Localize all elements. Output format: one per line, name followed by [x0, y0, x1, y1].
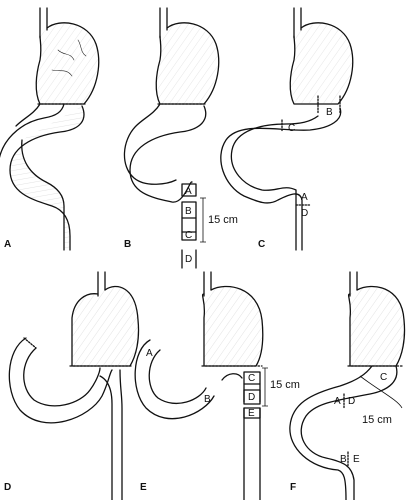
esophagus — [39, 7, 48, 39]
panel-a: A — [0, 7, 100, 251]
panel-c: C B A D C — [220, 7, 354, 251]
segment-label: A — [146, 348, 153, 359]
segment-label: A — [185, 186, 192, 197]
measure-label: 15 cm — [362, 414, 392, 426]
segment-label: C — [288, 123, 295, 134]
panel-letter-a: A — [4, 239, 11, 250]
segment-label: A — [334, 396, 341, 407]
measure-label: 15 cm — [270, 379, 300, 391]
segment-label: B — [340, 454, 347, 465]
panel-letter-d: D — [4, 482, 11, 493]
measure-label: 15 cm — [208, 214, 238, 226]
segment-label: D — [301, 208, 308, 219]
segment-label: C — [185, 230, 192, 241]
segment-label: B — [185, 206, 192, 217]
panel-letter-f: F — [290, 482, 296, 493]
segment-label: A — [301, 192, 308, 203]
segment-label: D — [348, 396, 355, 407]
segment-label: E — [248, 408, 255, 419]
segment-label: E — [353, 454, 360, 465]
panel-b: A B C D 15 cm B — [123, 7, 238, 269]
stomach — [35, 22, 100, 105]
panel-d: D — [4, 271, 140, 500]
segment-label: D — [185, 254, 192, 265]
jejunum-loop — [0, 103, 85, 251]
segment-label: C — [380, 372, 387, 383]
panel-letter-e: E — [140, 482, 147, 493]
panel-f: A D C B E 15 cm F — [289, 271, 406, 500]
segment-label: B — [204, 394, 211, 405]
segment-label: C — [248, 373, 255, 384]
panel-letter-c: C — [258, 239, 265, 250]
panel-e: A B C D E 15 cm E — [134, 271, 300, 500]
segment-label: B — [326, 107, 333, 118]
segment-label: D — [248, 392, 255, 403]
panel-letter-b: B — [124, 239, 131, 250]
